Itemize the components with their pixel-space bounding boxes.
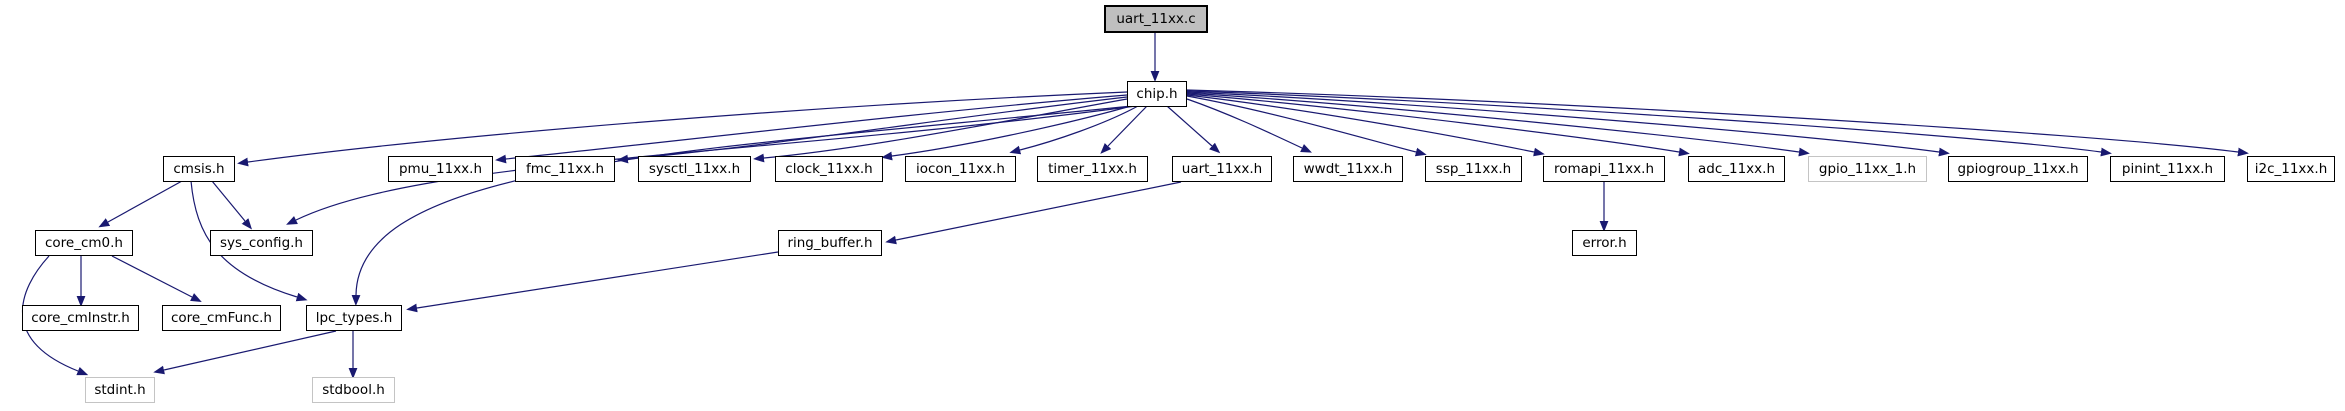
edge-chip.h-to-uart_11xx.h bbox=[1166, 105, 1221, 154]
edge-chip.h-to-sysctl_11xx.h bbox=[753, 98, 1128, 163]
edge-chip.h-to-timer_11xx.h bbox=[1100, 105, 1148, 154]
graph-node-romapi_11xx-h[interactable]: romapi_11xx.h bbox=[1543, 156, 1665, 182]
graph-node-timer_11xx-h[interactable]: timer_11xx.h bbox=[1037, 156, 1148, 182]
graph-node-clock_11xx-h[interactable]: clock_11xx.h bbox=[775, 156, 883, 182]
edge-chip.h-to-wwdt_11xx.h bbox=[1186, 98, 1312, 153]
graph-node-wwdt_11xx-h[interactable]: wwdt_11xx.h bbox=[1293, 156, 1403, 182]
edge-chip.h-to-adc_11xx.h bbox=[1186, 93, 1690, 157]
graph-node-stdbool-h: stdbool.h bbox=[312, 377, 395, 403]
graph-node-gpio_11xx_1-h: gpio_11xx_1.h bbox=[1808, 156, 1927, 182]
graph-node-gpiogroup_11xx-h[interactable]: gpiogroup_11xx.h bbox=[1948, 156, 2088, 182]
edge-chip.h-to-iocon_11xx.h bbox=[1009, 105, 1139, 155]
graph-node-core_cmInstr-h[interactable]: core_cmInstr.h bbox=[22, 305, 139, 331]
graph-node-fmc_11xx-h[interactable]: fmc_11xx.h bbox=[515, 156, 615, 182]
graph-node-stdint-h: stdint.h bbox=[85, 377, 155, 403]
graph-node-chip-h[interactable]: chip.h bbox=[1127, 81, 1187, 107]
edge-core_cm0.h-to-core_cmFunc.h bbox=[111, 255, 202, 303]
edge-chip.h-to-gpio_11xx_1.h bbox=[1186, 92, 1810, 157]
graph-node-error-h[interactable]: error.h bbox=[1572, 230, 1637, 256]
graph-node-sys_config-h[interactable]: sys_config.h bbox=[210, 230, 313, 256]
edge-chip.h-to-pinint_11xx.h bbox=[1186, 90, 2112, 157]
graph-node-lpc_types-h[interactable]: lpc_types.h bbox=[306, 305, 402, 331]
graph-node-cmsis-h[interactable]: cmsis.h bbox=[163, 156, 235, 182]
graph-node-uart_11xx-h[interactable]: uart_11xx.h bbox=[1172, 156, 1272, 182]
edge-cmsis.h-to-core_cm0.h bbox=[98, 180, 183, 228]
edge-lpc_types.h-to-stdint.h bbox=[153, 330, 337, 375]
graph-node-pinint_11xx-h[interactable]: pinint_11xx.h bbox=[2110, 156, 2225, 182]
edge-chip.h-to-sys_config.h bbox=[286, 105, 1137, 225]
edge-chip.h-to-ssp_11xx.h bbox=[1186, 95, 1427, 157]
edge-cmsis.h-to-sys_config.h bbox=[211, 180, 253, 230]
graph-node-i2c_11xx-h[interactable]: i2c_11xx.h bbox=[2247, 156, 2335, 182]
edge-chip.h-to-i2c_11xx.h bbox=[1186, 89, 2249, 157]
edge-chip.h-to-gpiogroup_11xx.h bbox=[1186, 91, 1950, 157]
graph-node-uart_11xx-c: uart_11xx.c bbox=[1104, 5, 1208, 33]
graph-node-ring_buffer-h[interactable]: ring_buffer.h bbox=[778, 230, 882, 256]
graph-node-core_cm0-h[interactable]: core_cm0.h bbox=[35, 230, 133, 256]
edge-chip.h-to-cmsis.h bbox=[237, 91, 1128, 167]
graph-node-core_cmFunc-h[interactable]: core_cmFunc.h bbox=[162, 305, 281, 331]
graph-node-pmu_11xx-h[interactable]: pmu_11xx.h bbox=[388, 156, 493, 182]
edge-chip.h-to-clock_11xx.h bbox=[881, 105, 1132, 161]
graph-node-adc_11xx-h[interactable]: adc_11xx.h bbox=[1688, 156, 1785, 182]
graph-node-sysctl_11xx-h[interactable]: sysctl_11xx.h bbox=[638, 156, 751, 182]
edge-chip.h-to-romapi_11xx.h bbox=[1186, 94, 1545, 157]
edge-chip.h-to-pmu_11xx.h bbox=[495, 94, 1128, 164]
edge-uart_11xx.h-to-ring_buffer.h bbox=[885, 181, 1182, 245]
graph-node-ssp_11xx-h[interactable]: ssp_11xx.h bbox=[1425, 156, 1522, 182]
edge-ring_buffer.h-to-lpc_types.h bbox=[406, 251, 779, 313]
graph-node-iocon_11xx-h[interactable]: iocon_11xx.h bbox=[905, 156, 1016, 182]
